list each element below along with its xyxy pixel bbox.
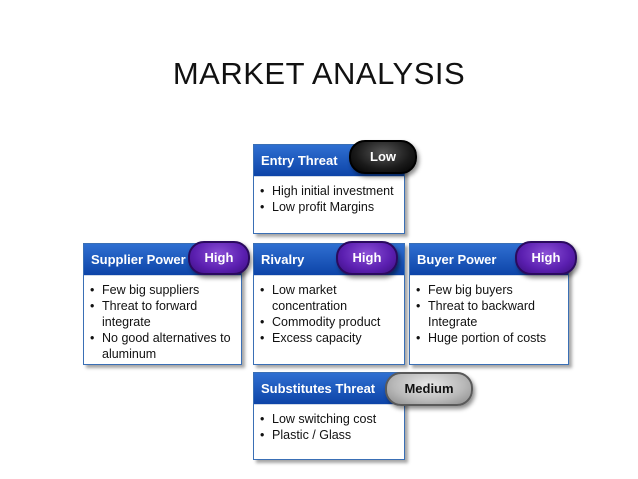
- buyer-power-body: Few big buyers Threat to backward Integr…: [410, 275, 568, 364]
- entry-threat-bullets: High initial investment Low profit Margi…: [254, 177, 404, 215]
- slide-title: MARKET ANALYSIS: [172, 56, 466, 91]
- supplier-power-bullets: Few big suppliers Threat to forward inte…: [84, 276, 241, 362]
- bullet-item: Threat to backward Integrate: [416, 298, 564, 330]
- bullet-item: Low market concentration: [260, 282, 400, 314]
- rivalry-title: Rivalry: [261, 252, 305, 267]
- bullet-item: Plastic / Glass: [260, 427, 400, 443]
- bullet-item: Low profit Margins: [260, 199, 400, 215]
- substitutes-threat-body: Low switching cost Plastic / Glass: [254, 404, 404, 459]
- buyer-power-level-badge: High: [515, 241, 577, 275]
- bullet-item: Huge portion of costs: [416, 330, 564, 346]
- buyer-power-title: Buyer Power: [417, 252, 497, 267]
- entry-threat-title: Entry Threat: [261, 153, 338, 168]
- bullet-item: Low switching cost: [260, 411, 400, 427]
- bullet-item: High initial investment: [260, 183, 400, 199]
- rivalry-bullets: Low market concentration Commodity produ…: [254, 276, 404, 346]
- substitutes-threat-title: Substitutes Threat: [261, 381, 376, 396]
- supplier-power-level-badge: High: [188, 241, 250, 275]
- substitutes-threat-level-badge: Medium: [385, 372, 473, 406]
- substitutes-threat-bullets: Low switching cost Plastic / Glass: [254, 405, 404, 443]
- supplier-power-body: Few big suppliers Threat to forward inte…: [84, 275, 241, 364]
- substitutes-threat-header: Substitutes Threat: [254, 373, 404, 404]
- bullet-item: Few big suppliers: [90, 282, 237, 298]
- rivalry-body: Low market concentration Commodity produ…: [254, 275, 404, 364]
- bullet-item: No good alternatives to aluminum: [90, 330, 237, 362]
- bullet-item: Few big buyers: [416, 282, 564, 298]
- buyer-power-bullets: Few big buyers Threat to backward Integr…: [410, 276, 568, 346]
- bullet-item: Commodity product: [260, 314, 400, 330]
- substitutes-threat-box: Substitutes Threat Low switching cost Pl…: [253, 372, 405, 460]
- bullet-item: Excess capacity: [260, 330, 400, 346]
- supplier-power-box: Supplier Power Few big suppliers Threat …: [83, 243, 242, 365]
- entry-threat-level-badge: Low: [349, 140, 417, 174]
- bullet-item: Threat to forward integrate: [90, 298, 237, 330]
- supplier-power-title: Supplier Power: [91, 252, 186, 267]
- rivalry-level-badge: High: [336, 241, 398, 275]
- entry-threat-body: High initial investment Low profit Margi…: [254, 176, 404, 233]
